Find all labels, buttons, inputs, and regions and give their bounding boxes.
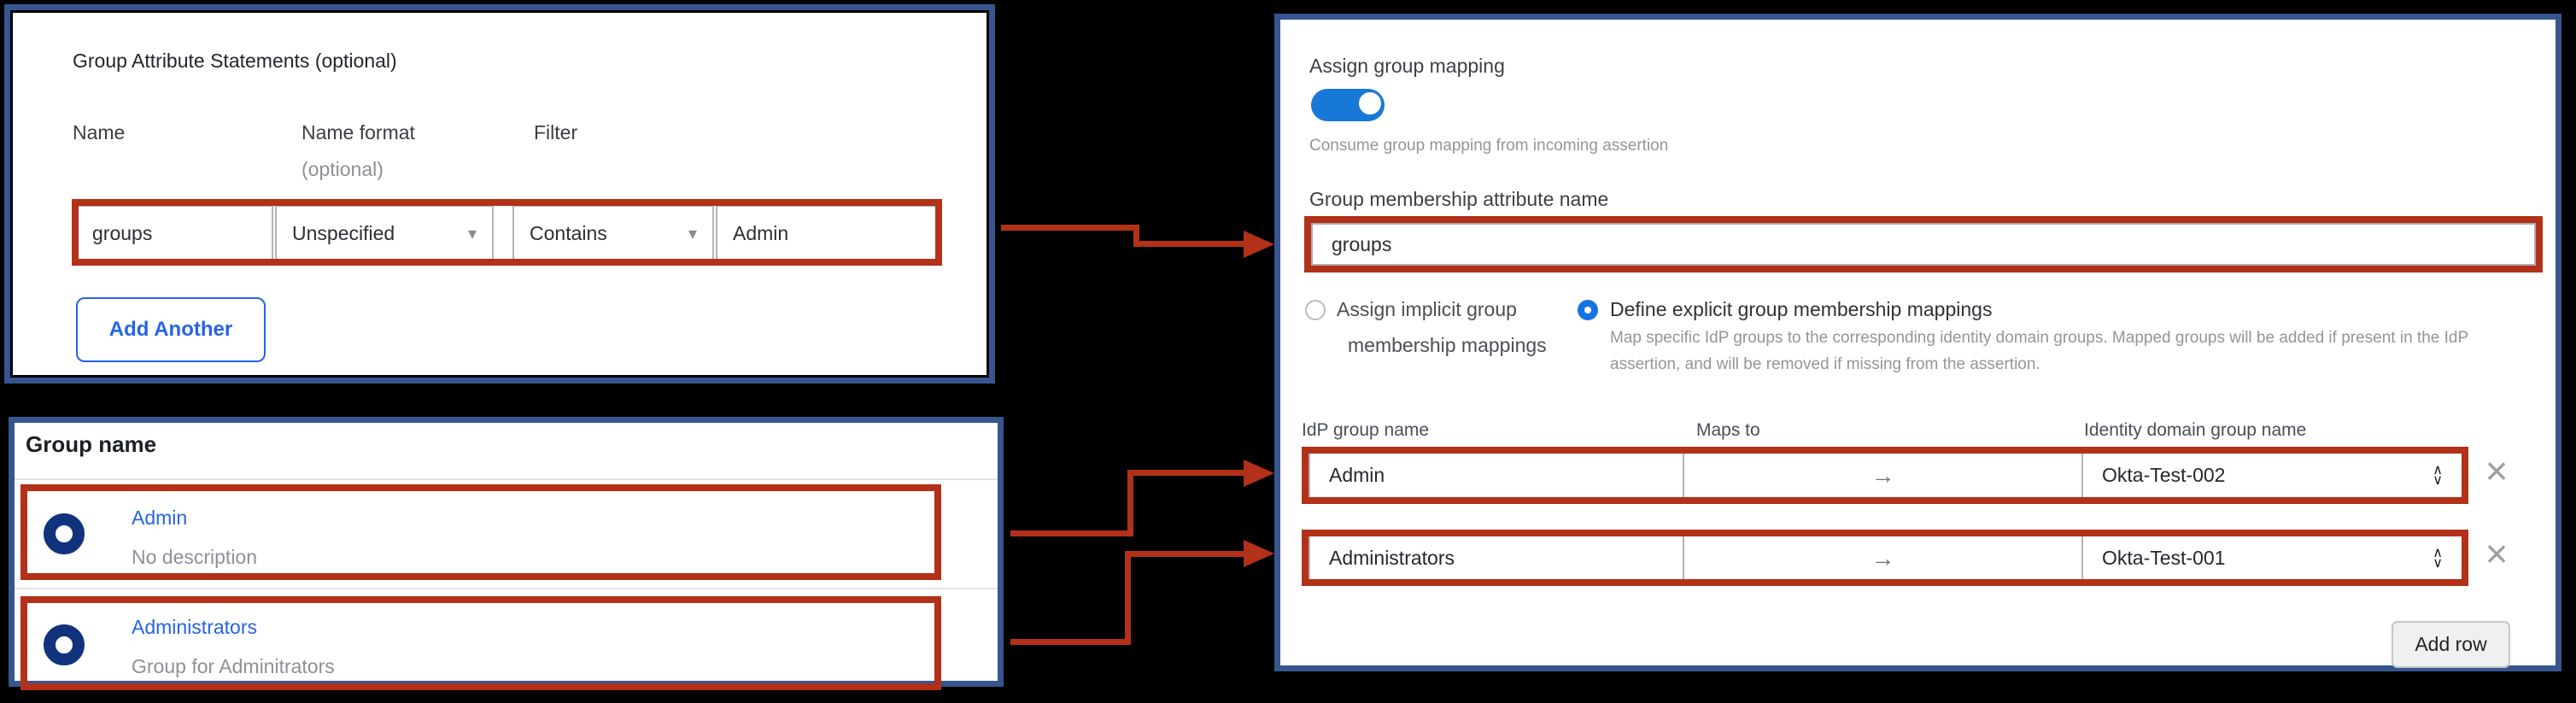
explicit-radio-label: Define explicit group membership mapping… bbox=[1610, 298, 1993, 320]
toggle-knob bbox=[1357, 91, 1383, 116]
group-list-header: Group name bbox=[26, 431, 157, 457]
domain-group-select[interactable]: Okta-Test-002 ∧ ∨ bbox=[2081, 451, 2463, 500]
group-description: No description bbox=[132, 546, 258, 568]
filter-operator-select[interactable]: Contains ▾ bbox=[512, 205, 714, 261]
arrow-right-icon: → bbox=[1871, 544, 1895, 571]
attribute-name-input[interactable]: groups bbox=[75, 205, 273, 261]
arrow-head-icon bbox=[1244, 540, 1274, 567]
table-header-domain-group: Identity domain group name bbox=[2084, 420, 2307, 440]
arrow-head-icon bbox=[1244, 460, 1274, 487]
table-header-maps-to: Maps to bbox=[1696, 420, 1760, 440]
select-spinner-icon[interactable]: ∧ ∨ bbox=[2433, 545, 2443, 571]
column-header-name-format: Name format bbox=[302, 121, 415, 144]
chevron-down-icon: ▾ bbox=[688, 224, 697, 243]
toggle-help-text: Consume group mapping from incoming asse… bbox=[1309, 137, 1669, 155]
radio-dot bbox=[1584, 307, 1591, 313]
panel-title: Group Attribute Statements (optional) bbox=[73, 50, 397, 72]
maps-to-cell: → bbox=[1684, 534, 2081, 583]
remove-row-button[interactable]: × bbox=[2485, 531, 2509, 576]
column-header-filter: Filter bbox=[534, 121, 578, 144]
column-header-name: Name bbox=[73, 121, 126, 144]
assign-group-mapping-toggle[interactable] bbox=[1311, 89, 1385, 121]
implicit-mapping-radio[interactable] bbox=[1305, 300, 1326, 320]
select-spinner-icon[interactable]: ∧ ∨ bbox=[2433, 462, 2443, 488]
toggle-label: Assign group mapping bbox=[1309, 55, 1505, 77]
divider bbox=[15, 478, 998, 480]
idp-group-input[interactable]: Admin bbox=[1308, 451, 1684, 500]
group-attribute-statements-panel: Group Attribute Statements (optional) Na… bbox=[10, 10, 989, 378]
add-row-button[interactable]: Add row bbox=[2392, 621, 2510, 668]
filter-value-input[interactable]: Admin bbox=[716, 205, 938, 261]
group-list-panel: Group name Admin No description Administ… bbox=[9, 417, 1004, 690]
column-header-name-format-note: (optional) bbox=[302, 158, 383, 180]
explicit-mapping-radio[interactable] bbox=[1578, 300, 1598, 320]
group-icon bbox=[44, 624, 85, 665]
group-mapping-panel: Assign group mapping Consume group mappi… bbox=[1274, 14, 2561, 671]
table-header-idp-group: IdP group name bbox=[1302, 420, 1430, 440]
group-membership-attribute-input[interactable]: groups bbox=[1311, 223, 2536, 266]
idp-group-input[interactable]: Administrators bbox=[1308, 534, 1684, 583]
arrow-right-icon: → bbox=[1871, 461, 1895, 489]
group-link-admin[interactable]: Admin bbox=[132, 507, 188, 529]
explicit-radio-description-line2: assertion, and will be removed if missin… bbox=[1610, 355, 2040, 373]
attribute-name-label: Group membership attribute name bbox=[1309, 188, 1609, 210]
divider bbox=[15, 588, 998, 589]
group-link-administrators[interactable]: Administrators bbox=[132, 616, 257, 638]
arrow-head-icon bbox=[1244, 231, 1274, 258]
implicit-radio-label-line1: Assign implicit group bbox=[1337, 298, 1517, 320]
implicit-radio-label-line2: membership mappings bbox=[1348, 334, 1547, 356]
explicit-radio-description-line1: Map specific IdP groups to the correspon… bbox=[1610, 329, 2469, 347]
add-another-button[interactable]: Add Another bbox=[76, 297, 266, 362]
name-format-select[interactable]: Unspecified ▾ bbox=[275, 205, 494, 261]
remove-row-button[interactable]: × bbox=[2485, 448, 2509, 493]
chevron-down-icon: ▾ bbox=[467, 224, 477, 243]
domain-group-select[interactable]: Okta-Test-001 ∧ ∨ bbox=[2081, 534, 2463, 583]
group-description: Group for Adminitrators bbox=[132, 655, 335, 677]
group-icon bbox=[44, 513, 85, 554]
maps-to-cell: → bbox=[1684, 451, 2081, 500]
